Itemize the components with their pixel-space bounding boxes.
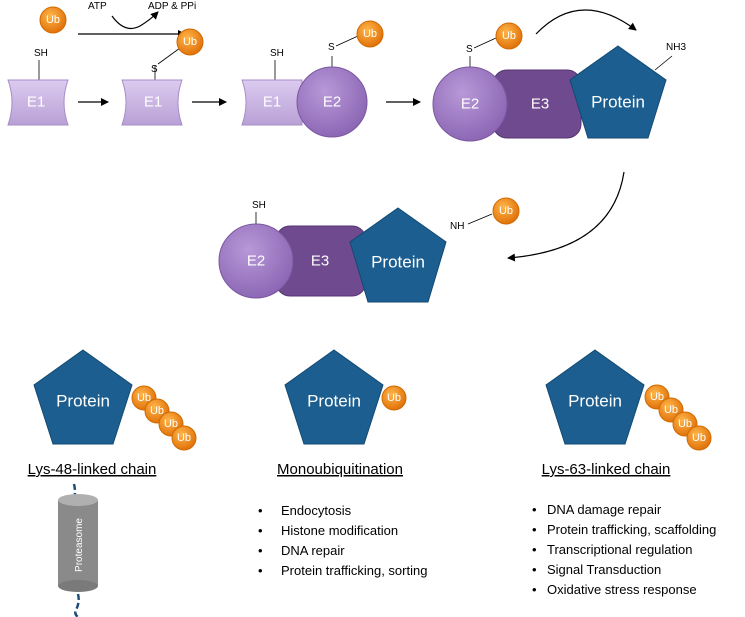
mono-item: DNA repair [281,543,345,558]
e3-label: E3 [311,253,329,270]
svg-text:•: • [532,542,537,557]
svg-text:•: • [532,522,537,537]
e2-label: E2 [323,94,341,111]
lys63-heading: Lys-63-linked chain [542,461,671,478]
lys63-protein: Protein Ub Ub Ub Ub [545,349,712,451]
ub-label: Ub [678,418,692,430]
s-label: S [466,44,473,55]
lys63-item: Signal Transduction [547,562,661,577]
svg-text:•: • [258,523,263,538]
e2-label: E2 [247,253,265,270]
ub-label: Ub [177,432,191,444]
mono-item: Protein trafficking, sorting [281,563,427,578]
release-arrow [507,171,625,262]
e1-free: SH E1 [7,48,69,126]
ub-free: Ub [39,6,67,34]
lys48-protein: Protein Ub Ub Ub Ub [33,349,197,451]
s-label: S [328,42,335,53]
ub-label: Ub [650,391,664,403]
svg-text:•: • [532,582,537,597]
e1-label: E1 [144,94,162,111]
sh-label: SH [252,200,266,211]
atp-curve-arrow [111,11,159,29]
e1-label: E1 [263,94,281,111]
e1-e2-complex: SH E1 S Ub E2 [241,20,384,138]
mono-item: Histone modification [281,523,398,538]
ub-label: Ub [692,432,706,444]
lys63-item: Oxidative stress response [547,582,697,597]
protein-label: Protein [591,93,645,112]
ub-label: Ub [137,392,151,404]
lys63-list: • DNA damage repair • Protein traffickin… [532,502,716,597]
ub-label: Ub [387,392,401,404]
ub-label: Ub [502,30,516,42]
nh3-label: NH3 [666,42,686,53]
lys48-heading: Lys-48-linked chain [28,461,157,478]
e3-label: E3 [531,96,549,113]
sh-label: SH [270,48,284,59]
protein-label: Protein [568,392,622,411]
mono-heading: Monoubiquitination [277,461,403,478]
svg-text:•: • [258,563,263,578]
svg-text:•: • [258,543,263,558]
atp-label: ATP [88,1,107,12]
e1-label: E1 [27,94,45,111]
lys63-item: Protein trafficking, scaffolding [547,522,716,537]
ub-label: Ub [499,205,513,217]
sh-label: SH [34,48,48,59]
mono-list: • Endocytosis • Histone modification • D… [258,503,427,578]
protein-label: Protein [56,392,110,411]
e2-label: E2 [461,96,479,113]
mono-item: Endocytosis [281,503,352,518]
ub-label: Ub [183,36,197,48]
lys63-item: Transcriptional regulation [547,542,692,557]
protein-label: Protein [371,253,425,272]
proteasome-label: Proteasome [74,518,85,572]
adp-ppi-label: ADP & PPi [148,1,196,12]
s-label: S [151,64,158,75]
protein-label: Protein [307,392,361,411]
ub-label: Ub [363,28,377,40]
ub-label: Ub [664,404,678,416]
ub-label: Ub [46,14,60,26]
e1-ub-thioester: S Ub E1 [121,28,204,126]
mono-protein: Protein Ub [284,349,407,445]
svg-text:•: • [532,502,537,517]
e2-e3-protein-complex: S Ub E3 E2 Protein NH3 [432,22,686,142]
ub-label: Ub [164,418,178,430]
ub-label: Ub [150,405,164,417]
proteasome: Proteasome [58,483,98,617]
svg-text:•: • [258,503,263,518]
lys63-item: DNA damage repair [547,502,662,517]
nh-label: NH [450,221,464,232]
transfer-arrow-top [535,9,637,35]
ubiquitinated-protein-complex: SH E3 E2 Protein NH Ub [218,197,520,303]
svg-text:•: • [532,562,537,577]
